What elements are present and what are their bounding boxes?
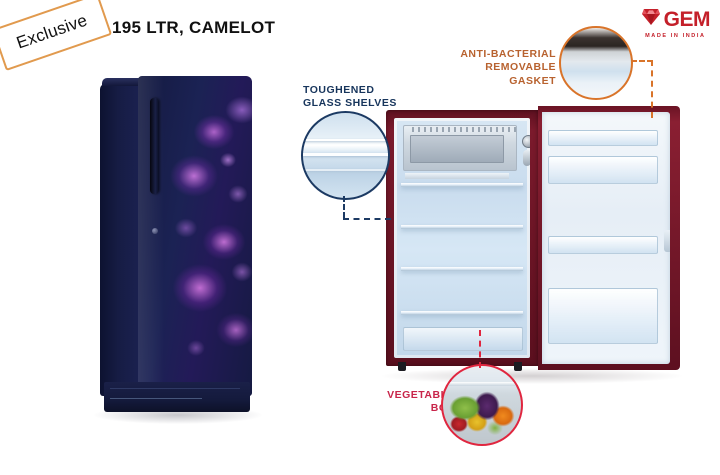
thermostat-knob	[522, 135, 530, 148]
callout-label-toughened-glass-shelves: TOUGHENED GLASS SHELVES	[303, 84, 397, 111]
exclusive-badge-label: Exclusive	[13, 10, 90, 53]
base-seam-lower	[110, 398, 202, 399]
brand-tagline: MADE IN INDIA	[645, 33, 706, 39]
door-rack-1	[548, 130, 658, 146]
callout-zoom-vegetable-box	[441, 364, 523, 446]
door-latch	[664, 230, 670, 252]
connector-gasket-horizontal	[631, 60, 653, 62]
closed-refrigerator-base	[104, 382, 250, 412]
callout-zoom-anti-bacterial-removable-gasket	[559, 26, 633, 100]
exclusive-badge: Exclusive	[0, 0, 113, 72]
shelf-glass-edge-3	[303, 169, 388, 171]
refrigerator-legs	[396, 362, 536, 372]
freezer-door-panel	[410, 135, 504, 163]
diamond-icon	[641, 8, 661, 31]
door-handle	[150, 98, 159, 194]
refrigerator-cavity	[397, 121, 530, 355]
brand-name: GEM	[663, 8, 711, 31]
glass-shelf-3	[401, 267, 523, 271]
open-refrigerator-image	[382, 106, 682, 384]
closed-refrigerator-image	[94, 76, 262, 424]
cabinet-liner	[394, 118, 530, 358]
connector-gasket-vertical	[651, 60, 653, 118]
callout-label-anti-bacterial-removable-gasket: ANTI-BACTERIAL REMOVABLE GASKET	[438, 48, 556, 88]
freezer-compartment	[403, 125, 530, 171]
vegetable-box-glass-lid	[443, 382, 521, 386]
callout-line-1: ANTI-BACTERIAL	[460, 48, 556, 60]
connector-shelves-horizontal	[343, 218, 391, 220]
freezer-base-trim	[405, 173, 509, 179]
door-rack-3	[548, 236, 658, 254]
callout-zoom-toughened-glass-shelves	[301, 111, 390, 200]
callout-line-1: VEGETABLE	[387, 389, 455, 401]
brand-logo-row: GEM	[641, 8, 711, 31]
callout-line-2: GLASS SHELVES	[303, 97, 397, 110]
connector-vegetable-vertical	[479, 330, 481, 368]
closed-refrigerator-side-panel	[100, 84, 140, 396]
refrigerator-door-inner	[542, 112, 670, 364]
connector-shelves-vertical	[343, 196, 345, 218]
brand-logo: GEM MADE IN INDIA	[641, 8, 711, 39]
leg-right	[514, 362, 522, 371]
glass-shelf-4	[401, 311, 523, 315]
callout-line-1: TOUGHENED	[303, 84, 375, 96]
door-lock-icon	[152, 228, 158, 234]
glass-shelf-2	[401, 225, 523, 229]
glass-shelf-1	[401, 183, 523, 187]
freezer-vent	[412, 127, 516, 132]
base-seam-upper	[110, 388, 240, 389]
door-rack-2	[548, 156, 658, 184]
temperature-dial	[523, 150, 530, 166]
shelf-glass-edge-2	[303, 153, 388, 156]
vegetable-box-drawer	[403, 327, 523, 351]
leg-left	[398, 362, 406, 371]
door-bottle-rack	[548, 288, 658, 344]
refrigerator-cabinet	[386, 110, 538, 366]
page-title: 195 LTR, CAMELOT	[112, 18, 276, 37]
callout-line-2: REMOVABLE GASKET	[485, 61, 556, 87]
shelf-glass-edge-1	[303, 139, 388, 141]
